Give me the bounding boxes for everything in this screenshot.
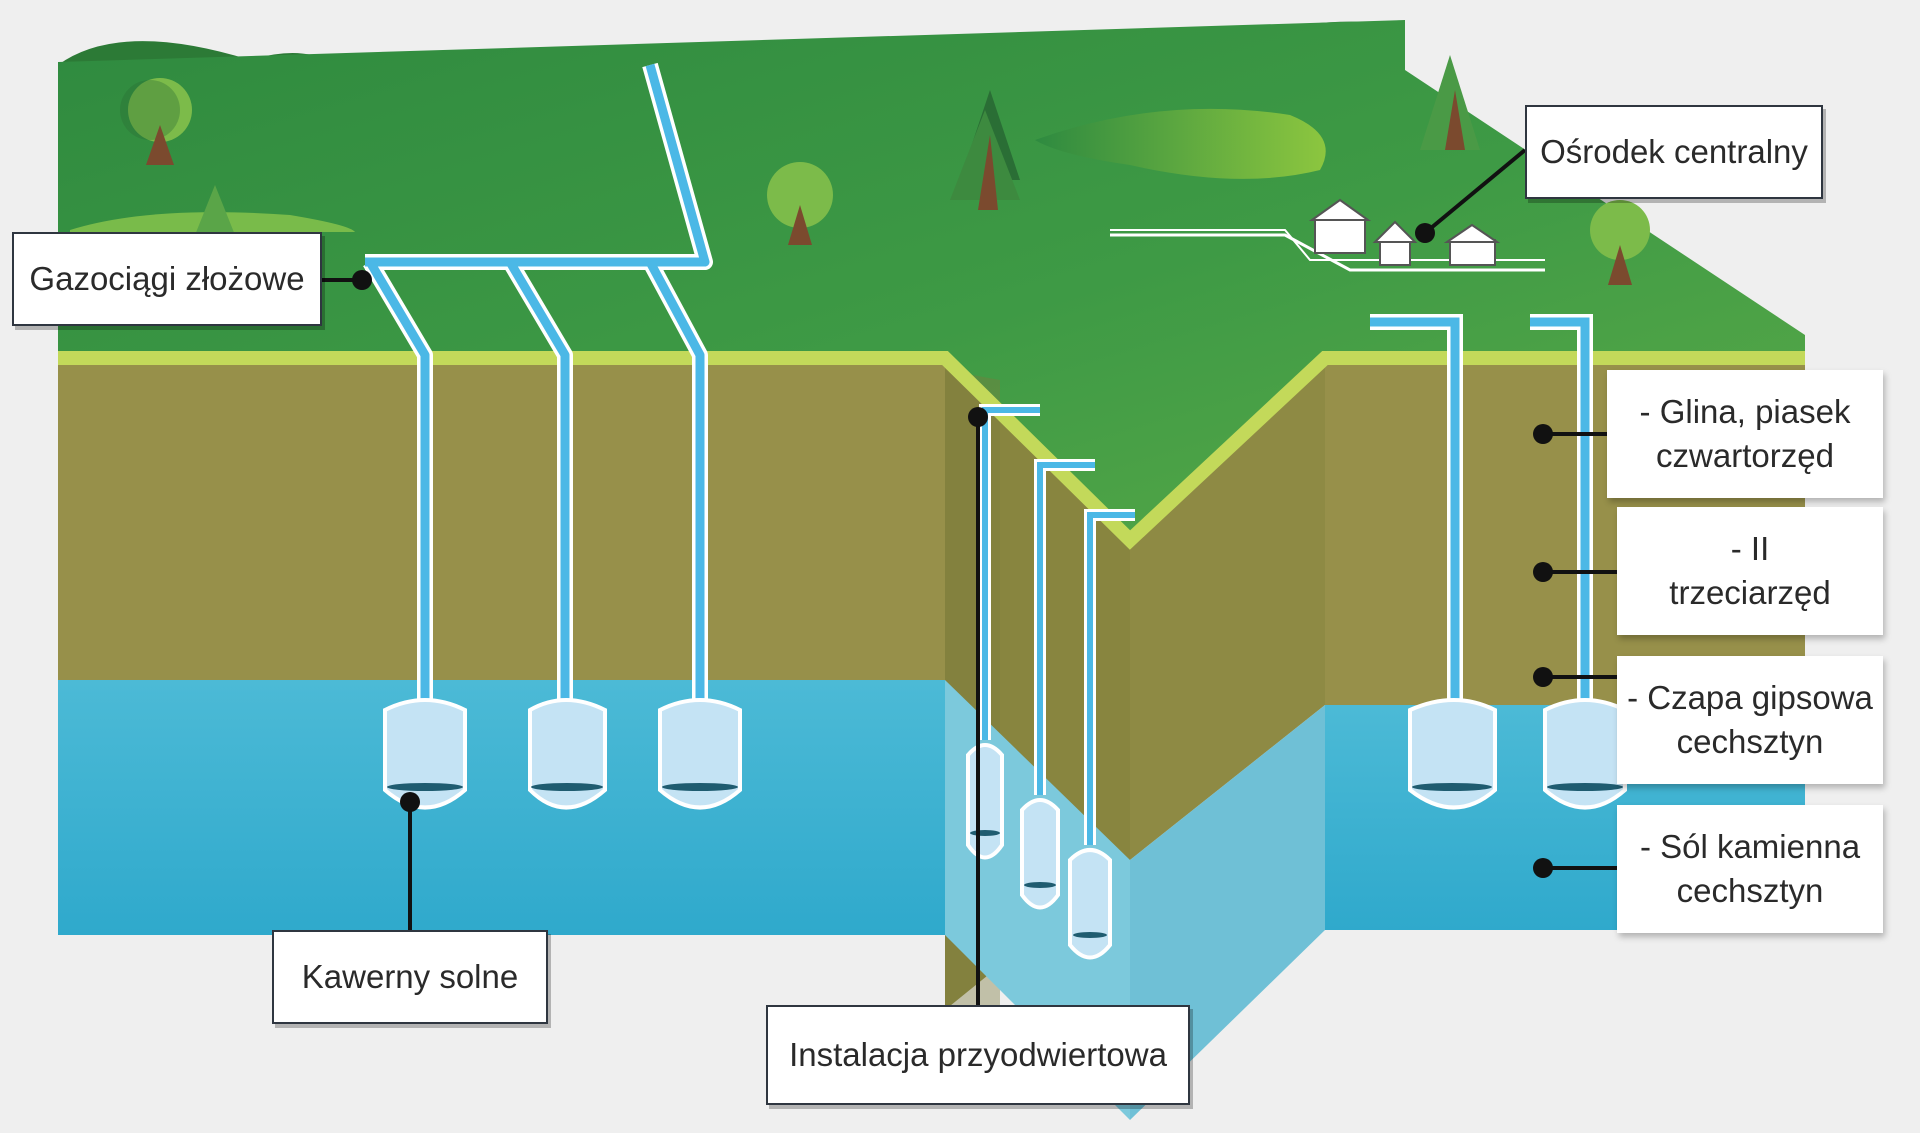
label-central-facility: Ośrodek centralny [1525,105,1823,199]
label-salt-caverns: Kawerny solne [272,930,548,1024]
layer-label-tertiary: - II trzeciarzęd [1617,507,1883,635]
label-salt-caverns-text: Kawerny solne [301,958,519,995]
layer-label-quaternary-line1: - Glina, piasek [1639,393,1851,430]
label-wellhead-installation: Instalacja przyodwiertowa [766,1005,1190,1105]
layer-label-tertiary-line1: - II [1730,530,1770,567]
gas-pipelines[interactable] [365,63,710,700]
leader-lines [320,148,1617,1005]
label-gas-pipelines-text: Gazociągi złożowe [29,260,305,297]
grass-edge [58,351,1805,550]
label-wellhead-installation-text: Instalacja przyodwiertowa [789,1036,1167,1073]
meadow-highlight [1035,108,1326,179]
layer-label-gypsum-cap: - Czapa gipsowa cechsztyn [1617,656,1883,784]
trees [120,55,1650,285]
leader-dots [352,223,1553,878]
label-gas-pipelines: Gazociągi złożowe [12,232,322,326]
layer-label-rock-salt: - Sól kamienna cechsztyn [1617,805,1883,933]
label-central-facility-text: Ośrodek centralny [1540,133,1808,170]
central-facility-buildings [1110,198,1545,272]
salt-caverns[interactable] [383,698,1627,960]
layer-label-rock-salt-line2: cechsztyn [1676,872,1824,909]
layer-label-quaternary-line2: czwartorzęd [1656,437,1834,474]
cavern-liquid-levels [387,783,1623,938]
layer-label-tertiary-line2: trzeciarzęd [1669,574,1831,611]
layer-label-quaternary: - Glina, piasek czwartorzęd [1607,370,1883,498]
layer-label-gypsum-cap-line2: cechsztyn [1676,723,1824,760]
grass-surface [58,20,1805,540]
layer-label-rock-salt-line1: - Sól kamienna [1639,828,1861,865]
layer-label-gypsum-cap-line1: - Czapa gipsowa [1627,679,1873,716]
